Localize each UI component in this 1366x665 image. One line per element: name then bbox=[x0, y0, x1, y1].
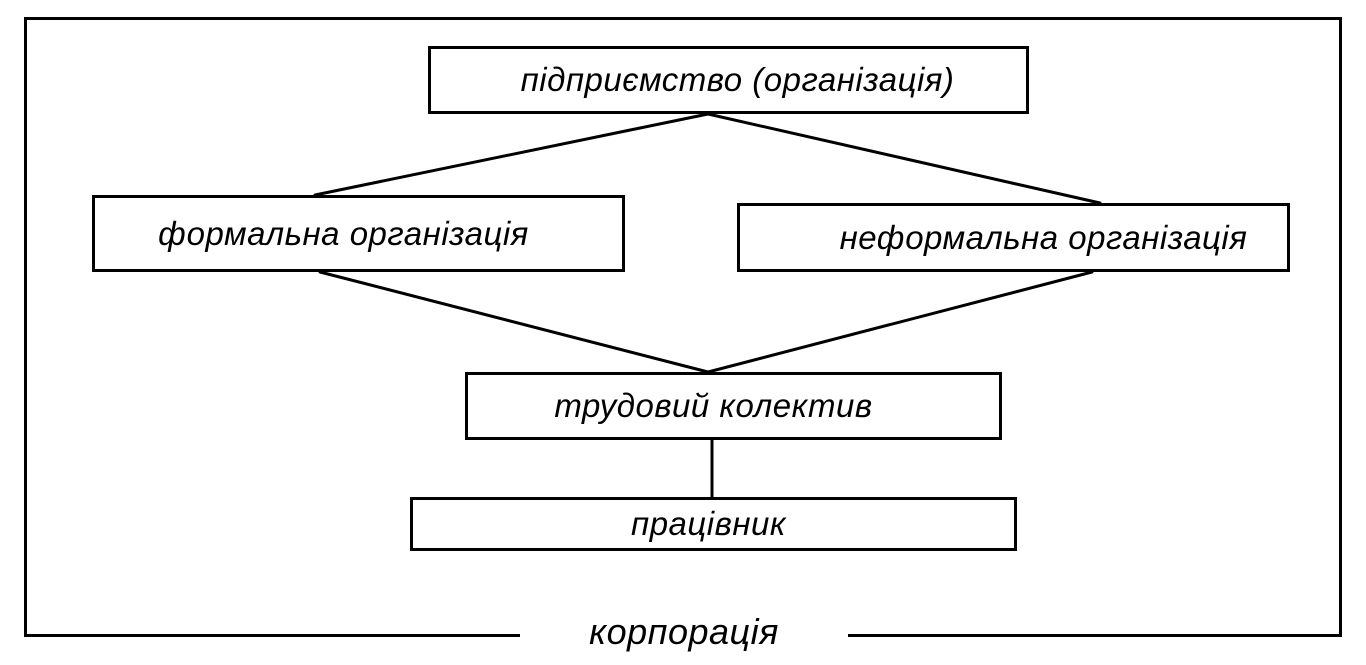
node-worker-label: працівник bbox=[631, 505, 786, 542]
edge-formal-team bbox=[318, 270, 710, 374]
node-formal-organization: формальна організація bbox=[92, 195, 625, 272]
node-formal-organization-label: формальна організація bbox=[158, 214, 529, 252]
edge-enterprise-formal bbox=[313, 112, 710, 197]
node-work-team-label: трудовий колектив bbox=[554, 387, 873, 424]
node-informal-organization: неформальна організація bbox=[737, 203, 1290, 272]
node-enterprise-label: підприємство (організація) bbox=[520, 61, 955, 98]
node-informal-organization-label: неформальна організація bbox=[839, 218, 1248, 256]
corporation-label: корпорація bbox=[589, 611, 779, 652]
edge-enterprise-informal bbox=[706, 112, 1102, 205]
node-work-team: трудовий колектив bbox=[465, 372, 1002, 440]
node-worker: працівник bbox=[410, 497, 1017, 551]
edge-informal-team bbox=[706, 270, 1094, 374]
frame-label-gap bbox=[520, 622, 848, 652]
node-enterprise: підприємство (організація) bbox=[428, 46, 1029, 114]
